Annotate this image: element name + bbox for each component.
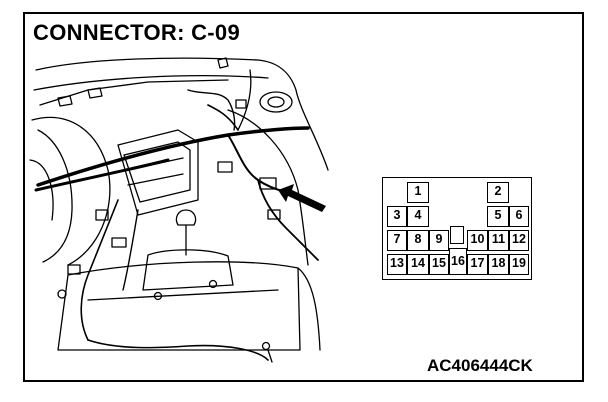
pin-10: 10 [467, 230, 488, 251]
connector-c09-face: 1 2 3 4 5 6 7 8 9 10 11 12 13 14 15 16 1… [382, 177, 532, 280]
pin-14: 14 [407, 254, 429, 275]
pin-7: 7 [387, 230, 407, 251]
connector-title: CONNECTOR: C-09 [33, 20, 241, 45]
pointer-arrow-icon [278, 184, 326, 212]
pin-1: 1 [407, 182, 429, 203]
pin-18: 18 [488, 254, 509, 275]
pin-12: 12 [509, 230, 529, 251]
pin-2: 2 [487, 182, 509, 203]
pin-5: 5 [487, 206, 509, 227]
pin-4: 4 [407, 206, 429, 227]
pin-11: 11 [488, 230, 509, 251]
figure-code: AC406444CK [427, 356, 533, 375]
connector-key [450, 226, 464, 244]
pin-17: 17 [467, 254, 488, 275]
pin-3: 3 [387, 206, 407, 227]
pin-15: 15 [429, 254, 449, 275]
dashboard-wiring-illustration [29, 57, 329, 363]
pin-6: 6 [509, 206, 529, 227]
pin-13: 13 [387, 254, 407, 275]
pin-8: 8 [407, 230, 429, 251]
pin-9: 9 [429, 230, 449, 251]
pin-16: 16 [449, 248, 467, 275]
pin-19: 19 [509, 254, 529, 275]
